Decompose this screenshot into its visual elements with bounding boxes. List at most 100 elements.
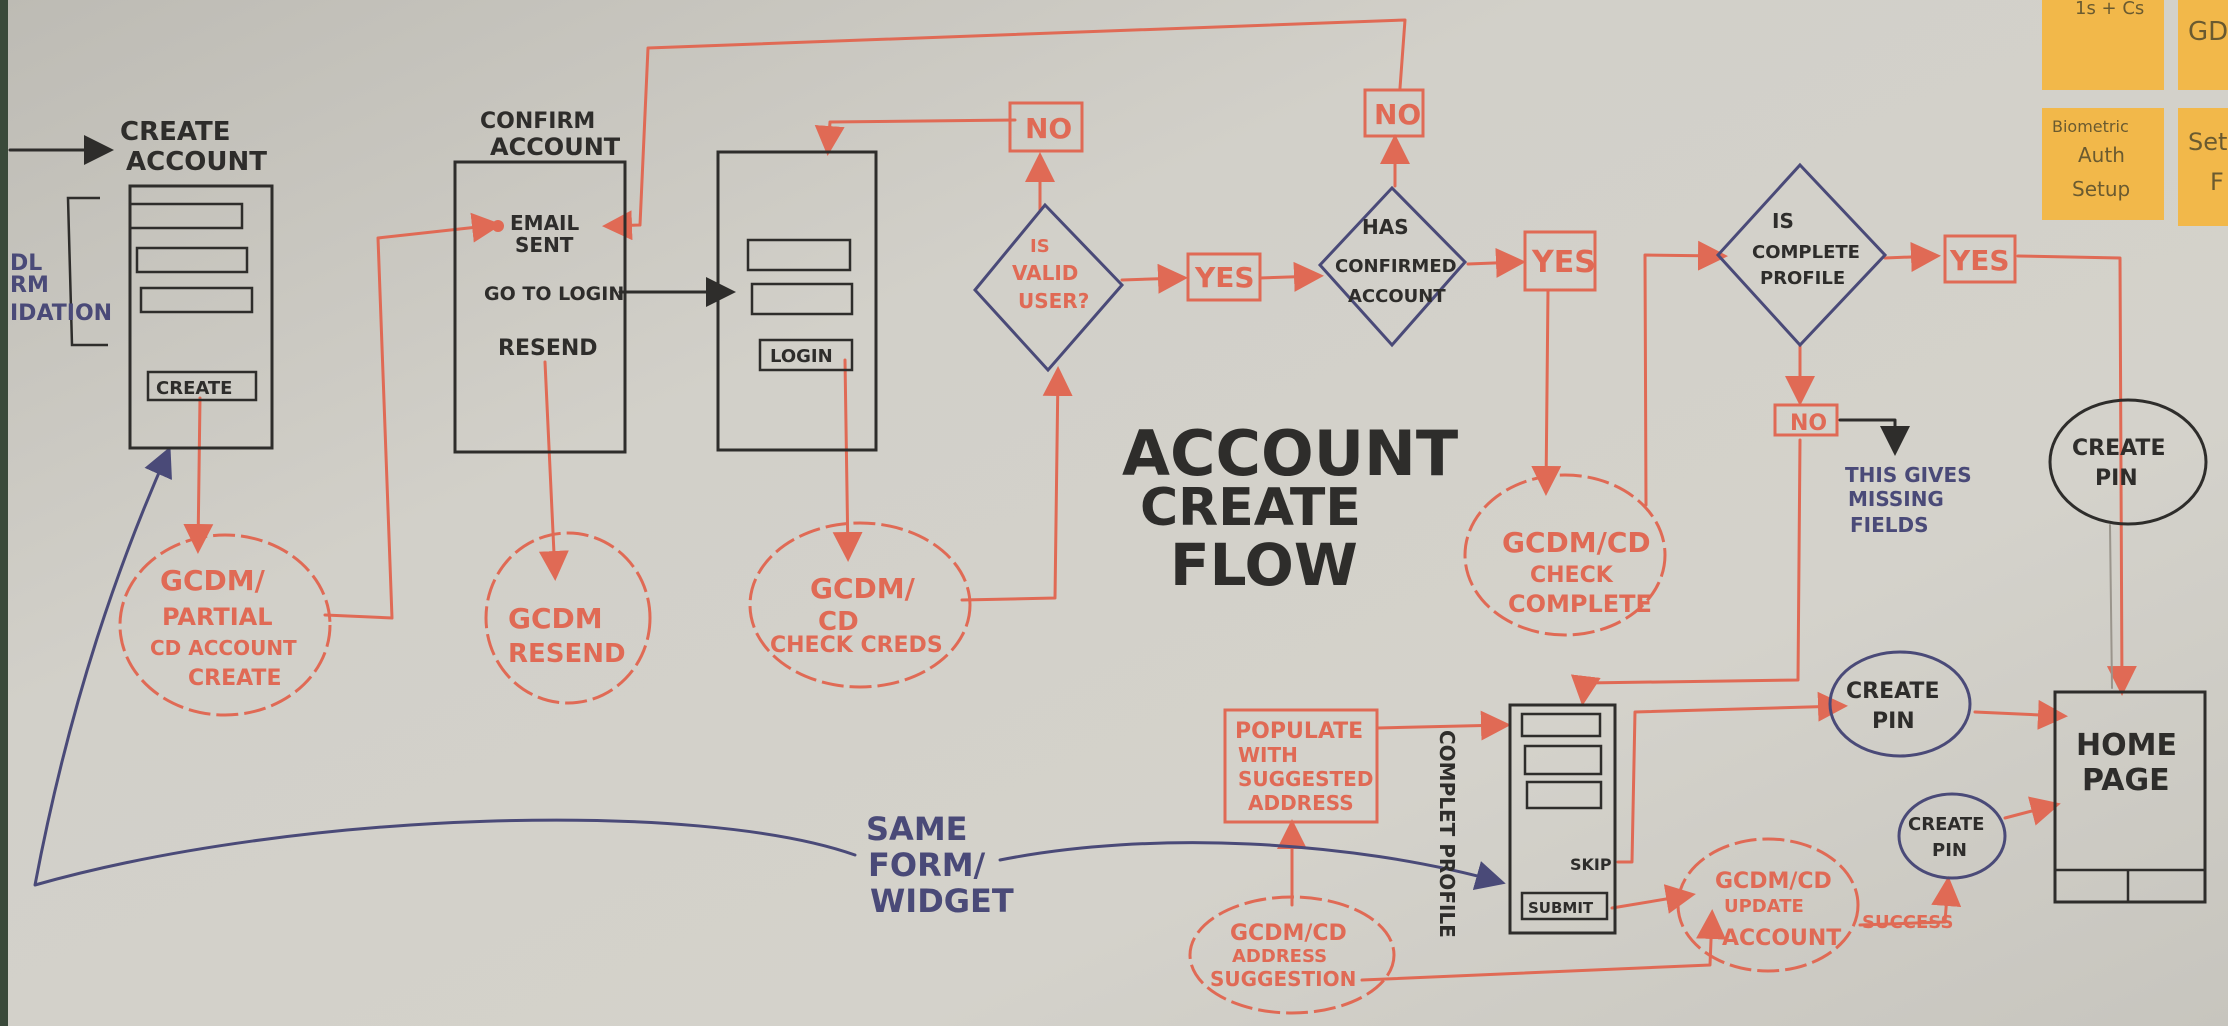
- check-complete-line-3: COMPLETE: [1508, 590, 1652, 618]
- create-pin-mid-bubble: [1828, 650, 1972, 758]
- create-field-1: [128, 202, 244, 230]
- confirm-screen: [453, 160, 627, 454]
- title-line-1: ACCOUNT: [1122, 417, 1458, 490]
- complete-yes-box: [1943, 234, 2017, 284]
- create-button-label: CREATE: [156, 378, 232, 399]
- update-to-pin-arrow: [1858, 876, 1962, 927]
- populate-to-profile-arrow: [1376, 710, 1511, 741]
- create-field-2: [135, 246, 249, 274]
- home-page-line-2: PAGE: [2082, 763, 2170, 798]
- create-button: [146, 370, 258, 402]
- missing-fields-line-2: MISSING: [1848, 487, 1944, 511]
- confirm-heading-2: ACCOUNT: [490, 133, 621, 161]
- populate-line-3: SUGGESTED: [1238, 767, 1373, 791]
- partial-cloud-line-4: CREATE: [188, 666, 281, 691]
- home-page-line-1: HOME: [2076, 728, 2177, 763]
- cloud-to-email-arrow: [323, 212, 502, 620]
- create-pin-top-line-2: PIN: [2095, 466, 2138, 491]
- populate-box: [1223, 708, 1379, 824]
- yes-to-confirmed-arrow: [1258, 261, 1324, 292]
- create-pin-top-line-1: CREATE: [2072, 436, 2165, 461]
- email-sent-dot: [492, 220, 504, 232]
- complete-yes-label: YES: [1949, 244, 2010, 277]
- resend-to-cloud-arrow: [538, 360, 569, 581]
- home-page-screen: HOME PAGE: [2053, 690, 2207, 904]
- create-pin-low-line-1: CREATE: [1908, 814, 1984, 835]
- skip-to-pin-arrow: [1616, 691, 1848, 864]
- login-screen-group: LOGIN: [716, 150, 878, 452]
- resend-cloud-line-2: RESEND: [508, 639, 626, 669]
- no-to-profile-arrow: [1570, 438, 1802, 706]
- side-note-3: IDATION: [10, 301, 112, 326]
- complete-no-label: NO: [1790, 411, 1827, 436]
- valid-yes-label: YES: [1194, 261, 1255, 294]
- sticky-note-2: GD: [2188, 17, 2228, 47]
- complete-decision-line-3: PROFILE: [1760, 268, 1845, 289]
- side-note-1: DL: [10, 251, 42, 276]
- same-form-left-curve: [33, 446, 857, 887]
- title-line-3: FLOW: [1170, 531, 1358, 599]
- update-cloud-line-1: GCDM/CD: [1715, 869, 1832, 894]
- complete-to-yes-arrow: [1883, 241, 1941, 272]
- check-creds-line-3: CHECK CREDS: [770, 633, 943, 658]
- pin-top-to-home-line: [2109, 524, 2113, 689]
- partial-cloud-line-3: CD ACCOUNT: [150, 636, 297, 660]
- sticky-note-5: Setup: [2072, 177, 2130, 201]
- no-loop-to-email-arrow: [602, 18, 1407, 241]
- cloud-to-valid-arrow: [960, 366, 1073, 602]
- confirmed-line-3: ACCOUNT: [1348, 286, 1446, 307]
- login-field-1: [746, 238, 852, 272]
- check-complete-line-1: GCDM/CD: [1502, 526, 1651, 559]
- create-field-3: [139, 286, 254, 314]
- valid-no-box: [1008, 101, 1084, 153]
- profile-submit-label: SUBMIT: [1528, 899, 1594, 917]
- valid-no-label: NO: [1025, 112, 1072, 145]
- resend-cloud-line-1: GCDM: [508, 602, 603, 635]
- address-to-update-arrow: [1360, 909, 1727, 982]
- check-creds-cloud: GCDM/ CD CHECK CREDS: [748, 521, 972, 689]
- same-form-right-curve: [998, 841, 1506, 890]
- login-screen: [716, 150, 878, 452]
- check-complete-cloud: GCDM/CD CHECK COMPLETE: [1463, 473, 1667, 637]
- confirmed-to-yes-arrow: [1466, 247, 1526, 278]
- yes-to-check-complete-arrow: [1531, 288, 1562, 496]
- valid-yes-box: [1186, 252, 1262, 302]
- confirmed-line-1: HAS: [1362, 215, 1409, 239]
- sticky-note-6: Set: [2188, 128, 2227, 156]
- create-account-heading-1: CREATE: [120, 117, 230, 147]
- check-creds-line-2: CD: [818, 607, 859, 637]
- update-cloud-line-3: ACCOUNT: [1722, 926, 1841, 951]
- pin-low-to-home-arrow: [2003, 796, 2061, 826]
- confirm-heading-1: CONFIRM: [480, 109, 595, 134]
- same-form-line-3: WIDGET: [870, 882, 1014, 920]
- success-label: SUCCESS: [1862, 912, 1953, 933]
- confirmed-line-2: CONFIRMED: [1335, 256, 1457, 277]
- sticky-note-4: Auth: [2078, 143, 2125, 167]
- no-to-missing-note-arrow: [1838, 418, 1910, 456]
- side-note-2: RM: [10, 273, 49, 298]
- profile-skip-label: SKIP: [1570, 855, 1612, 874]
- address-cloud: GCDM/CD ADDRESS SUGGESTION: [1188, 895, 1396, 1015]
- valid-to-yes-arrow: [1120, 263, 1188, 294]
- complete-profile-screen: SKIP SUBMIT COMPLET PROFILE: [1435, 703, 1617, 938]
- create-to-cloud-arrow: [183, 396, 214, 554]
- valid-user-line-2: VALID: [1012, 261, 1078, 285]
- create-pin-top-bubble: [2048, 398, 2208, 526]
- check-creds-line-1: GCDM/: [810, 572, 916, 605]
- confirmed-decision: HAS CONFIRMED ACCOUNT: [1317, 185, 1468, 348]
- login-button: [758, 338, 854, 372]
- complete-no-box: [1773, 403, 1839, 437]
- valid-user-line-1: IS: [1030, 236, 1050, 257]
- profile-field-2: [1523, 744, 1603, 776]
- missing-fields-line-1: THIS GIVES: [1845, 463, 1972, 487]
- sticky-note-1: 1s + Cs: [2075, 0, 2144, 19]
- valid-user-decision: IS VALID USER?: [973, 202, 1125, 373]
- create-side-bracket: [66, 196, 108, 347]
- submit-to-update-arrow: [1610, 884, 1696, 914]
- populate-line-1: POPULATE: [1235, 719, 1363, 744]
- update-cloud-line-2: UPDATE: [1724, 896, 1804, 917]
- same-form-line-2: FORM/: [868, 846, 986, 884]
- address-cloud-line-3: SUGGESTION: [1210, 967, 1356, 991]
- no-to-login-arrow: [814, 118, 1017, 156]
